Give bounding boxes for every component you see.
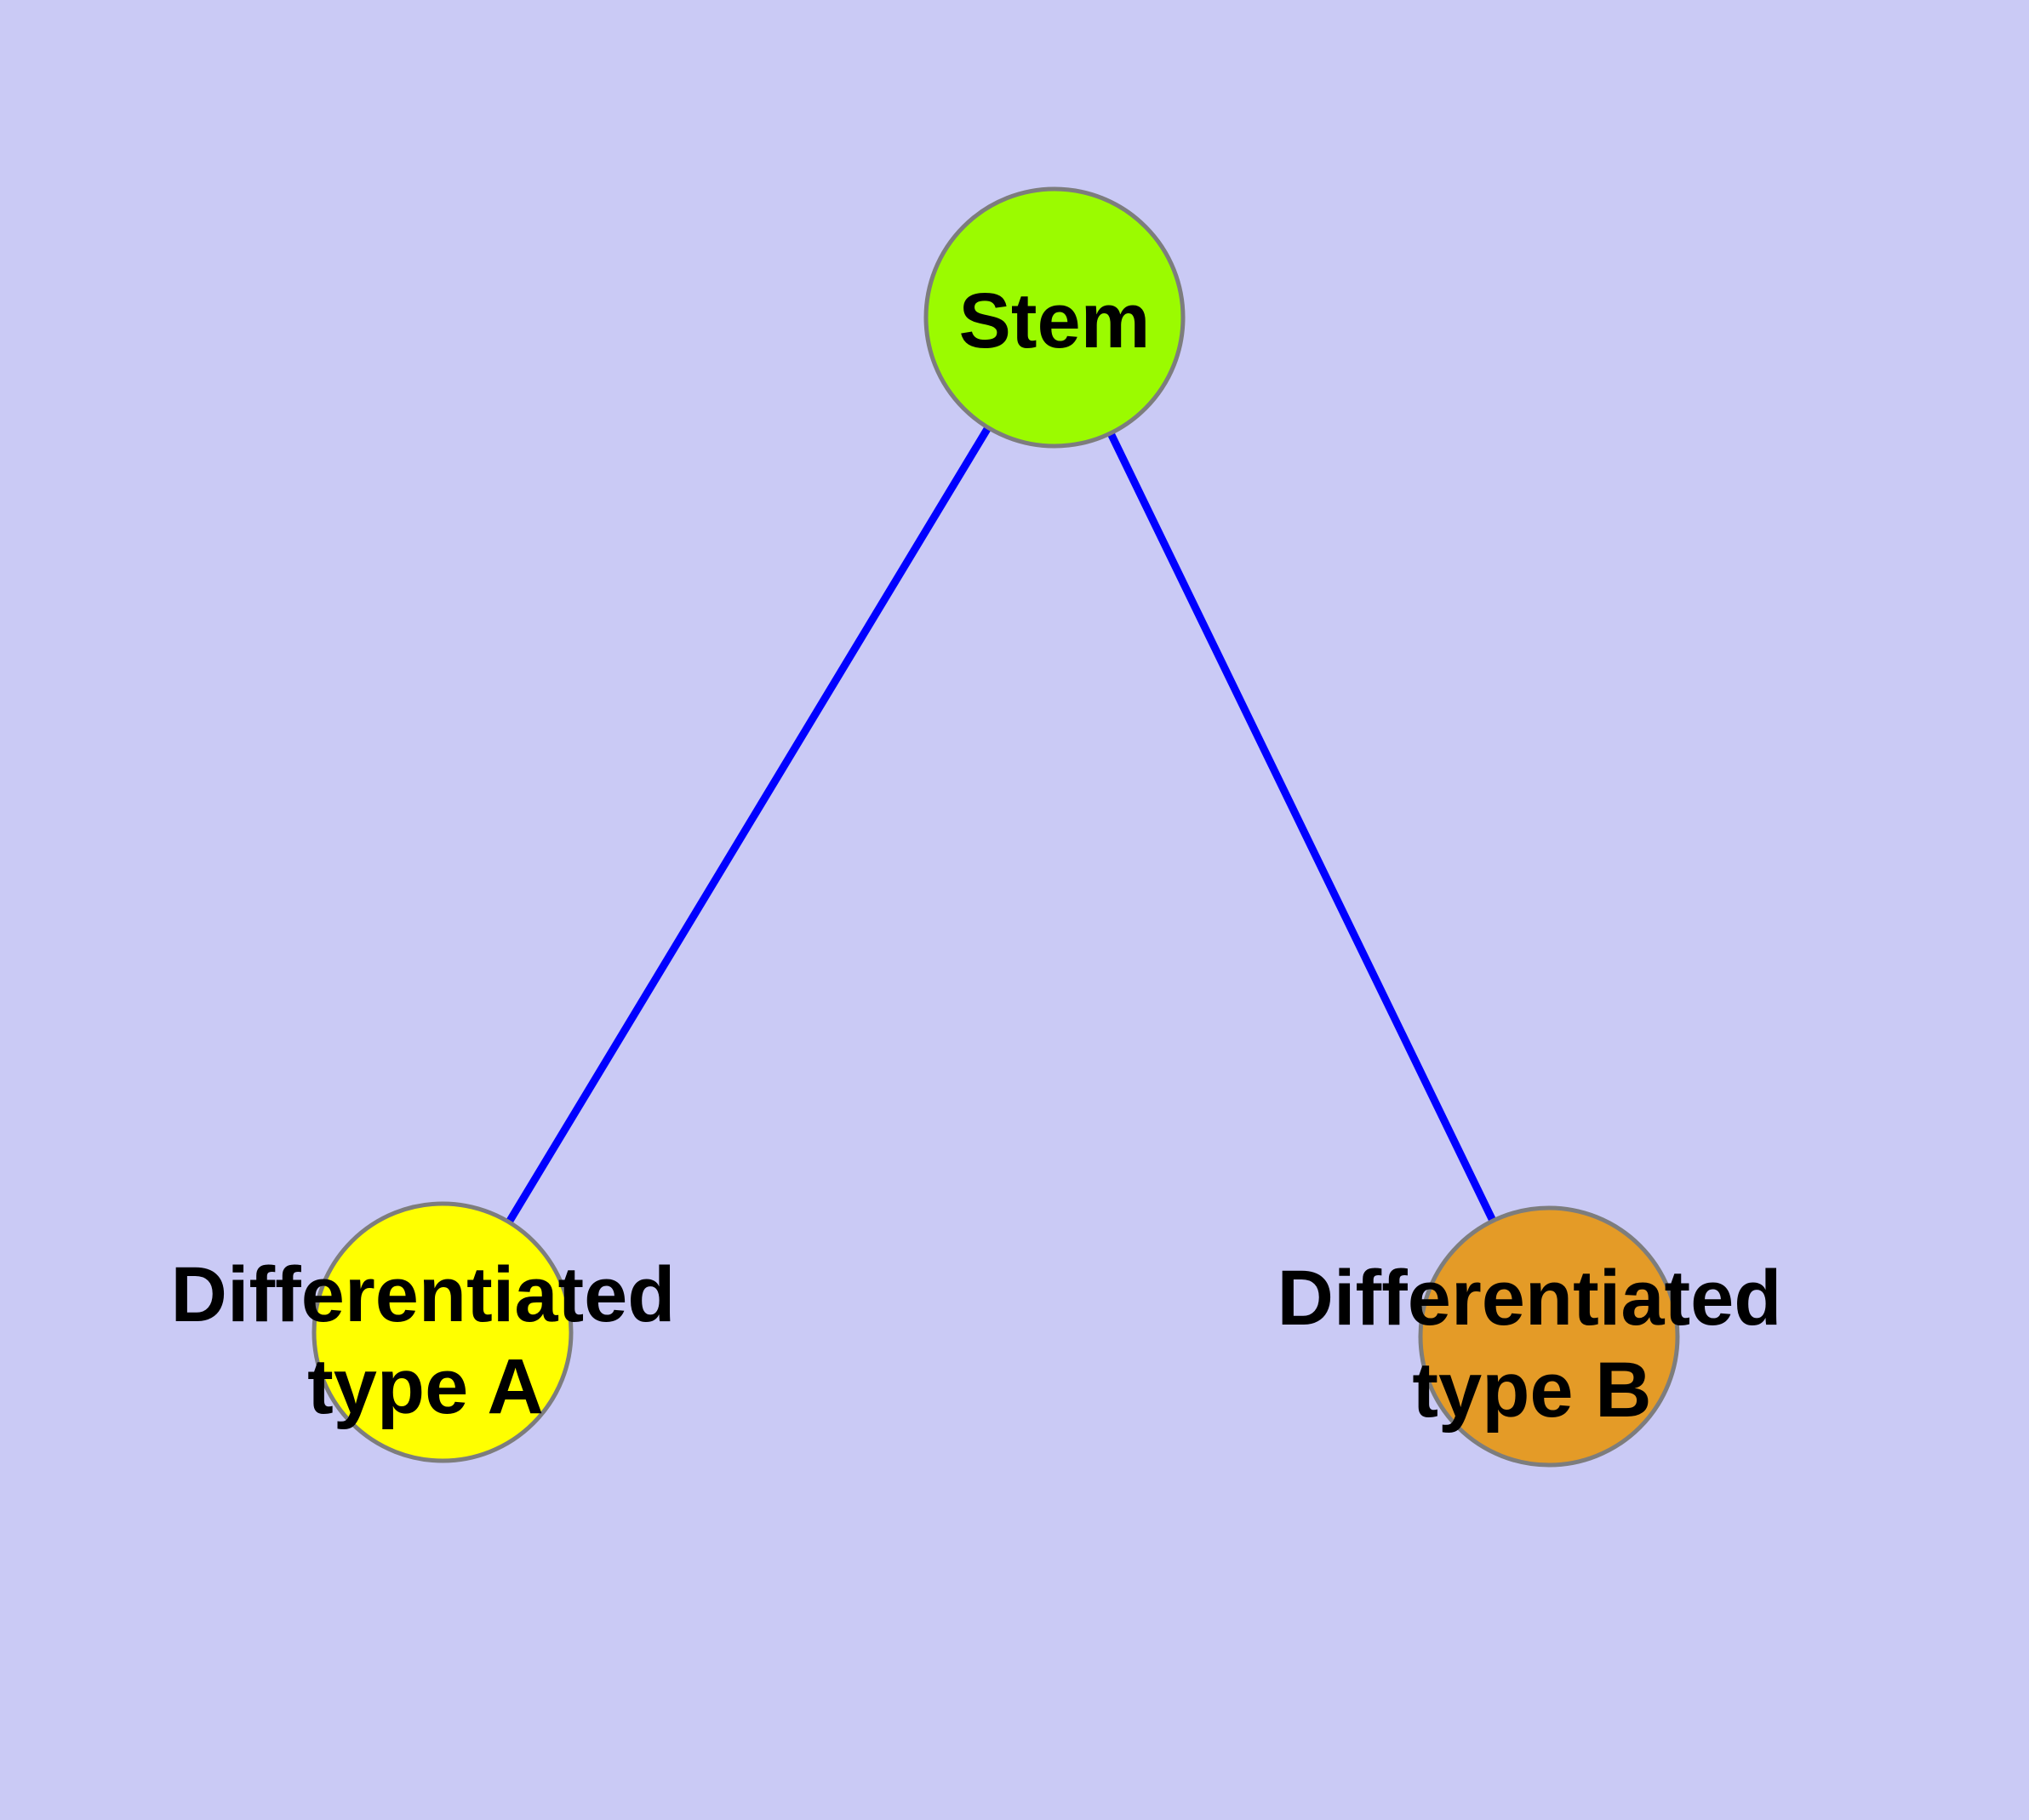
edge-stem-to-type-a: [439, 315, 1058, 1335]
type-b-node-label-line2: type B: [1412, 1347, 1651, 1434]
type-a-node-label-line2: type A: [307, 1343, 544, 1430]
type-a-node-label-line1: Differentiated: [171, 1251, 676, 1338]
stem-node-circle: [923, 186, 1186, 449]
node-stem: Stem: [923, 186, 1186, 449]
type-a-node-circle: [311, 1201, 574, 1463]
edge-stem-to-type-b: [1050, 316, 1553, 1338]
node-differentiated-type-b: Differentiated type B: [1277, 1205, 1782, 1468]
stem-node-label: Stem: [959, 278, 1151, 364]
edge-group: [439, 315, 1553, 1338]
node-differentiated-type-a: Differentiated type A: [171, 1201, 676, 1463]
type-b-node-label-line1: Differentiated: [1277, 1255, 1782, 1342]
type-b-node-circle: [1418, 1205, 1680, 1468]
